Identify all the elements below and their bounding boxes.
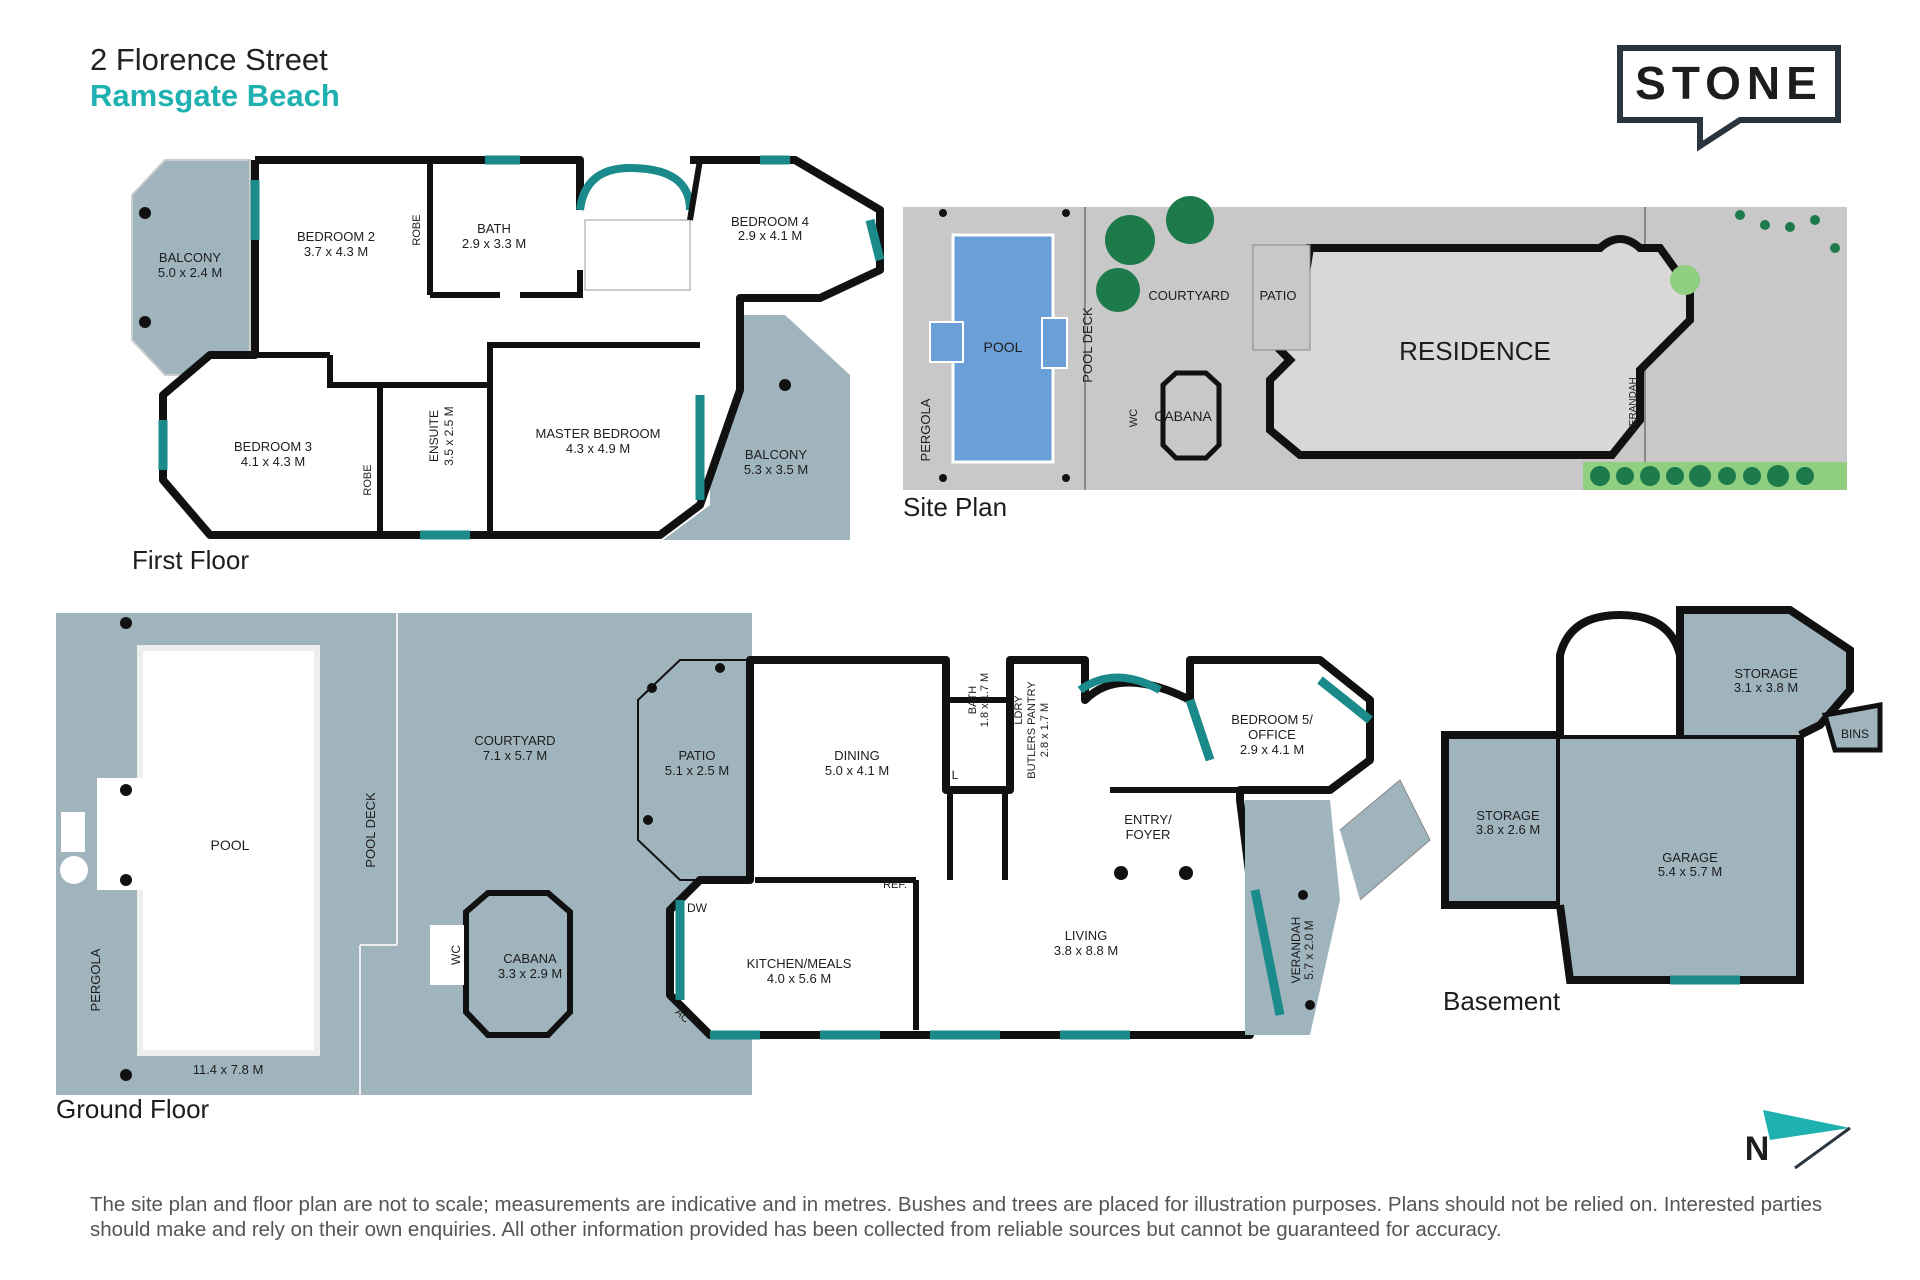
bs-storage2-name: STORAGE — [1476, 808, 1540, 823]
gf-butlers-name: BUTLERS PANTRY — [1026, 681, 1038, 779]
site-residence-label: RESIDENCE — [1399, 336, 1551, 366]
gf-house — [666, 656, 1374, 1039]
gf-verandah-dims: 5.7 x 2.0 M — [1302, 920, 1316, 979]
site-courtyard-label: COURTYARD — [1148, 288, 1229, 303]
gf-dining-dims: 5.0 x 4.1 M — [825, 763, 889, 778]
gf-pool-label: POOL — [211, 837, 250, 853]
site-wc-label: WC — [1128, 409, 1140, 427]
bs-garage-name: GARAGE — [1662, 850, 1718, 865]
gf-courtyard-dims: 7.1 x 5.7 M — [483, 748, 547, 763]
ground-floor-title: Ground Floor — [56, 1094, 210, 1124]
gf-bath-dims: 1.8 x 1.7 M — [979, 673, 991, 727]
balcony-e-dims: 5.3 x 3.5 M — [744, 462, 808, 477]
gf-verandah-name: VERANDAH — [1289, 917, 1303, 984]
ensuite-name: ENSUITE — [427, 410, 441, 462]
bedroom3-dims: 4.1 x 4.3 M — [241, 454, 305, 469]
robe2-label: ROBE — [362, 464, 374, 495]
bs-garage-dims: 5.4 x 5.7 M — [1658, 864, 1722, 879]
gf-courtyard-name: COURTYARD — [474, 733, 555, 748]
stone-logo: STONE — [1617, 45, 1841, 152]
gf-cabana-name: CABANA — [503, 951, 557, 966]
gf-bath-name: BATH — [967, 686, 979, 715]
gf-living-dims: 3.8 x 8.8 M — [1054, 943, 1118, 958]
basement-title: Basement — [1443, 986, 1561, 1016]
bedroom2-name: BEDROOM 2 — [297, 229, 375, 244]
gf-pool-deck-label: POOL DECK — [363, 792, 378, 868]
gf-kitchen-name: KITCHEN/MEALS — [747, 956, 852, 971]
gf-entry-name1: ENTRY/ — [1124, 812, 1172, 827]
gf-bedroom5-name2: OFFICE — [1248, 727, 1296, 742]
gf-dw-label: DW — [687, 901, 708, 915]
gf-ref-label: REF. — [883, 879, 907, 891]
gf-cabana — [463, 890, 573, 1038]
gf-pool — [137, 645, 320, 1056]
site-verandah-label: VERANDAH — [1628, 377, 1639, 433]
bath-name: BATH — [477, 221, 511, 236]
site-pergola-label: PERGOLA — [918, 398, 933, 461]
north-label: N — [1745, 1130, 1770, 1168]
bs-storage1-dims: 3.1 x 3.8 M — [1734, 680, 1798, 695]
master-name: MASTER BEDROOM — [536, 426, 661, 441]
site-residence — [1264, 235, 1694, 459]
master-dims: 4.3 x 4.9 M — [566, 441, 630, 456]
ground-floor-plan: POOL 11.4 x 7.8 M POOL DECK PERGOLA COUR… — [56, 613, 1431, 1124]
site-patio-label: PATIO — [1259, 288, 1296, 303]
site-pool-deck-label: POOL DECK — [1080, 307, 1095, 383]
site-plan-title: Site Plan — [903, 492, 1007, 522]
gf-dining-name: DINING — [834, 748, 880, 763]
bedroom4-dims: 2.9 x 4.1 M — [738, 228, 802, 243]
gf-patio-dims: 5.1 x 2.5 M — [665, 763, 729, 778]
north-arrow: N — [1745, 1110, 1851, 1170]
gf-patio-name: PATIO — [678, 748, 715, 763]
robe1-label: ROBE — [411, 214, 423, 245]
first-floor-plan: BALCONY 5.0 x 2.4 M BEDROOM 2 3.7 x 4.3 … — [131, 155, 885, 575]
gf-living-name: LIVING — [1065, 928, 1108, 943]
ensuite-dims: 3.5 x 2.5 M — [442, 406, 456, 465]
gf-laundry-label: L — [952, 768, 959, 782]
bedroom4-name: BEDROOM 4 — [731, 214, 809, 229]
bedroom3-name: BEDROOM 3 — [234, 439, 312, 454]
gf-bedroom5-name1: BEDROOM 5/ — [1231, 712, 1313, 727]
bedroom2-dims: 3.7 x 4.3 M — [304, 244, 368, 259]
bs-storage1-name: STORAGE — [1734, 666, 1798, 681]
gf-kitchen-dims: 4.0 x 5.6 M — [767, 971, 831, 986]
north-arrow-icon — [1763, 1110, 1850, 1140]
site-pool-label: POOL — [984, 339, 1023, 355]
gf-pool-dims: 11.4 x 7.8 M — [193, 1062, 264, 1077]
site-cabana-label: CABANA — [1154, 408, 1212, 424]
balcony-east — [663, 315, 850, 540]
gf-entry-name2: FOYER — [1126, 827, 1171, 842]
bs-bins-label: BINS — [1841, 727, 1869, 741]
gf-wc-label: WC — [449, 945, 463, 965]
logo-text: STONE — [1635, 57, 1823, 109]
address-line-2: Ramsgate Beach — [90, 78, 340, 113]
bath-dims: 2.9 x 3.3 M — [462, 236, 526, 251]
gf-butlers-dims: 2.8 x 1.7 M — [1039, 703, 1051, 757]
first-floor-title: First Floor — [132, 545, 249, 575]
gf-bedroom5-dims: 2.9 x 4.1 M — [1240, 742, 1304, 757]
site-plan: POOL POOL DECK PERGOLA COURTYARD PATIO R… — [903, 196, 1847, 522]
balcony-w-dims: 5.0 x 2.4 M — [158, 265, 222, 280]
balcony-e-name: BALCONY — [745, 447, 807, 462]
gf-pergola-label: PERGOLA — [88, 948, 103, 1011]
disclaimer-text: The site plan and floor plan are not to … — [90, 1193, 1823, 1241]
address-line-1: 2 Florence Street — [90, 42, 328, 77]
gf-cabana-dims: 3.3 x 2.9 M — [498, 966, 562, 981]
balcony-w-name: BALCONY — [159, 250, 221, 265]
gf-ldry-name: LDRY — [1013, 695, 1025, 725]
basement-plan: STORAGE 3.1 x 3.8 M BINS STORAGE 3.8 x 2… — [1441, 606, 1883, 1016]
bs-storage2-dims: 3.8 x 2.6 M — [1476, 822, 1540, 837]
